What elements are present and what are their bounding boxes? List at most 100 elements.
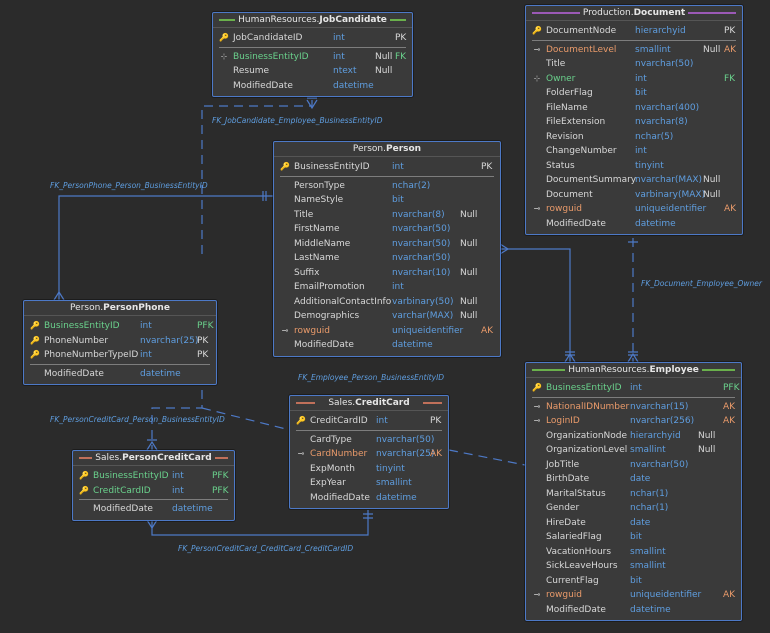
unique-key-icon: ⊸ xyxy=(533,590,541,599)
column-type: datetime xyxy=(376,492,417,503)
rel-line-jobcandidate-employee[interactable] xyxy=(201,100,313,255)
table-header[interactable]: HumanResources.JobCandidate xyxy=(213,13,412,28)
key-separator xyxy=(280,175,494,177)
column-name: NameStyle xyxy=(294,195,344,205)
column-type: int xyxy=(172,485,184,496)
column-type: varchar(MAX) xyxy=(392,311,454,321)
fk-label-personphone-person: FK_PersonPhone_Person_BusinessEntityID xyxy=(50,181,208,190)
rel-line-personphone-person[interactable] xyxy=(58,195,273,300)
column-type: date xyxy=(630,517,651,528)
column-key: PFK xyxy=(212,471,229,481)
column-type: nvarchar(8) xyxy=(392,209,445,220)
table-header[interactable]: Sales.CreditCard xyxy=(290,396,448,411)
column-name: OrganizationLevel xyxy=(546,445,628,455)
table-jobcandidate[interactable]: HumanResources.JobCandidate 🔑JobCandidate… xyxy=(212,12,413,97)
column-type: smallint xyxy=(630,546,666,557)
column-type: bit xyxy=(635,88,647,98)
table-header[interactable]: HumanResources.Employee xyxy=(526,363,741,378)
column-name: Gender xyxy=(546,503,580,513)
table-header[interactable]: Production.Document xyxy=(526,6,742,21)
rel-line-employee-person[interactable] xyxy=(500,248,571,362)
column-key: PFK xyxy=(212,485,229,496)
rel-line-personcreditcard-creditcard-2[interactable] xyxy=(201,407,291,431)
table-employee[interactable]: HumanResources.Employee 🔑BusinessEntityID… xyxy=(525,362,742,621)
column-name: PhoneNumber xyxy=(44,335,109,346)
table-header[interactable]: Person.Person xyxy=(274,142,500,157)
rel-line-employee-creditcard[interactable] xyxy=(448,449,526,466)
table-header[interactable]: Sales.PersonCreditCard xyxy=(73,451,234,466)
table-header[interactable]: Person.PersonPhone xyxy=(24,301,216,316)
table-schema: Sales. xyxy=(95,453,123,463)
table-name: Document xyxy=(633,8,686,18)
table-name: Person xyxy=(386,144,422,154)
column-type: nvarchar(50) xyxy=(635,59,694,69)
column-name: BusinessEntityID xyxy=(233,51,309,62)
